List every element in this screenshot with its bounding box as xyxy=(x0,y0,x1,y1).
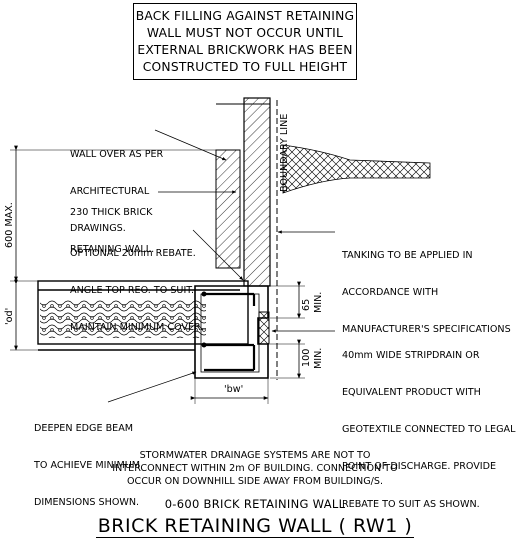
label-line: 230 THICK BRICK xyxy=(70,206,153,218)
dim-100: 100 xyxy=(301,349,312,367)
label-line: MANUFACTURER'S SPECIFICATIONS xyxy=(342,324,511,336)
note-line: WALL MUST NOT OCCUR UNTIL xyxy=(146,25,344,40)
dim-100-min: MIN. xyxy=(313,348,324,369)
label-edge-beam: DEEPEN EDGE BEAM TO ACHIEVE MINIMUM DIME… xyxy=(34,398,140,522)
dim-65-min: MIN. xyxy=(313,292,324,313)
label-line: POINT OF DISCHARGE. PROVIDE xyxy=(342,461,497,473)
note-line: INTERCONNECT WITHIN 2m OF BUILDING. CONN… xyxy=(112,463,398,474)
brick-retaining-wall xyxy=(243,97,271,287)
label-line: TO ACHIEVE MINIMUM xyxy=(34,460,141,472)
wall-over xyxy=(215,149,241,269)
boundary-line-label: BOUNDARY LINE xyxy=(279,114,290,192)
label-tanking: TANKING TO BE APPLIED IN ACCORDANCE WITH… xyxy=(342,225,511,349)
label-line: GEOTEXTILE CONNECTED TO LEGAL xyxy=(342,424,516,436)
dim-od: 'od' xyxy=(4,308,15,325)
drawing-title-text: BRICK RETAINING WALL ( RW1 ) xyxy=(95,515,415,538)
note-line: BACK FILLING AGAINST RETAINING xyxy=(135,8,355,23)
note-line: CONSTRUCTED TO FULL HEIGHT xyxy=(142,59,348,74)
label-line: DEEPEN EDGE BEAM xyxy=(34,422,134,434)
label-rebate: OPTIONAL 20mm REBATE. ANGLE TOP REO. TO … xyxy=(70,223,203,347)
label-brick-wall: 230 THICK BRICK RETAINING WALL. xyxy=(70,182,154,269)
label-line: RETAINING WALL. xyxy=(70,244,155,256)
label-line: MAINTAIN MINIMUM COVER. xyxy=(70,322,204,334)
backfill-note-box: BACK FILLING AGAINST RETAINING WALL MUST… xyxy=(133,3,357,80)
label-line: DIMENSIONS SHOWN. xyxy=(34,497,140,509)
note-line: OCCUR ON DOWNHILL SIDE AWAY FROM BUILDIN… xyxy=(126,476,384,487)
slab-insulation xyxy=(40,300,206,338)
note-line: STORMWATER DRAINAGE SYSTEMS ARE NOT TO xyxy=(139,450,371,461)
label-line: 40mm WIDE STRIPDRAIN OR xyxy=(342,349,480,361)
dim-bw: 'bw' xyxy=(224,384,243,395)
edge-beam xyxy=(194,285,269,379)
label-line: DRAWINGS. xyxy=(70,223,126,235)
note-line: EXTERNAL BRICKWORK HAS BEEN xyxy=(137,42,353,57)
label-line: ANGLE TOP REO. TO SUIT. xyxy=(70,285,195,297)
label-line: REBATE TO SUIT AS SHOWN. xyxy=(342,498,480,510)
drawing-subtitle: 0-600 BRICK RETAINING WALL xyxy=(164,497,346,511)
label-line: TANKING TO BE APPLIED IN xyxy=(342,249,473,261)
stripdrain xyxy=(258,311,270,345)
label-stripdrain: 40mm WIDE STRIPDRAIN OR EQUIVALENT PRODU… xyxy=(342,325,515,524)
retained-soil xyxy=(282,144,431,194)
drawing-title: BRICK RETAINING WALL ( RW1 ) xyxy=(60,515,450,538)
stormwater-note: STORMWATER DRAINAGE SYSTEMS ARE NOT TO I… xyxy=(60,449,450,488)
label-line: OPTIONAL 20mm REBATE. xyxy=(70,247,196,259)
label-line: ACCORDANCE WITH xyxy=(342,287,439,299)
dim-600-max: 600 MAX. xyxy=(4,202,15,248)
label-wall-over: WALL OVER AS PER ARCHITECTURAL DRAWINGS. xyxy=(70,124,163,248)
label-line: WALL OVER AS PER xyxy=(70,148,164,160)
label-line: ARCHITECTURAL xyxy=(70,186,150,198)
dim-65: 65 xyxy=(301,299,312,311)
floor-slab xyxy=(37,280,249,345)
label-line: EQUIVALENT PRODUCT WITH xyxy=(342,387,481,399)
